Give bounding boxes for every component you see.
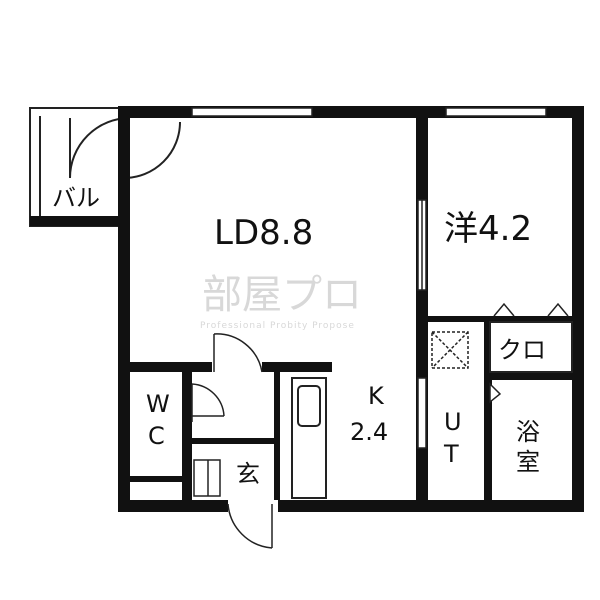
room-labels: LD8.8 洋4.2 K 2.4 バル クロ W C 玄 U T 浴 室 (52, 184, 546, 488)
top-windows (191, 107, 547, 117)
outer-walls (118, 106, 584, 512)
label-western: 洋4.2 (444, 209, 532, 249)
shoe-cabinet (193, 459, 221, 497)
label-balcony: バル (52, 184, 100, 212)
ut-sliding-door (417, 377, 427, 449)
watermark: 部屋プロ Professional Probity Propose (200, 272, 362, 331)
label-bath-1: 浴 (516, 418, 540, 446)
entrance-door (227, 503, 273, 549)
kitchen-counter (291, 377, 327, 499)
label-kitchen-size: 2.4 (350, 418, 388, 446)
sliding-door-ld-western (417, 199, 427, 291)
washing-machine-area (431, 331, 469, 369)
label-bath-2: 室 (516, 448, 540, 476)
label-wc-c: C (148, 422, 165, 450)
bath-door (489, 382, 502, 404)
closet (489, 302, 573, 373)
label-ld: LD8.8 (214, 213, 313, 253)
watermark-logo: 部屋プロ (202, 272, 362, 318)
label-kitchen-k: K (368, 382, 385, 410)
watermark-tagline: Professional Probity Propose (200, 321, 355, 331)
wc-door (191, 383, 225, 422)
label-closet: クロ (498, 336, 546, 364)
label-ut-u: U (444, 408, 462, 436)
label-entrance: 玄 (236, 460, 260, 488)
label-ut-t: T (443, 440, 459, 468)
label-wc-w: W (146, 390, 170, 418)
ld-entry-door (213, 333, 263, 373)
